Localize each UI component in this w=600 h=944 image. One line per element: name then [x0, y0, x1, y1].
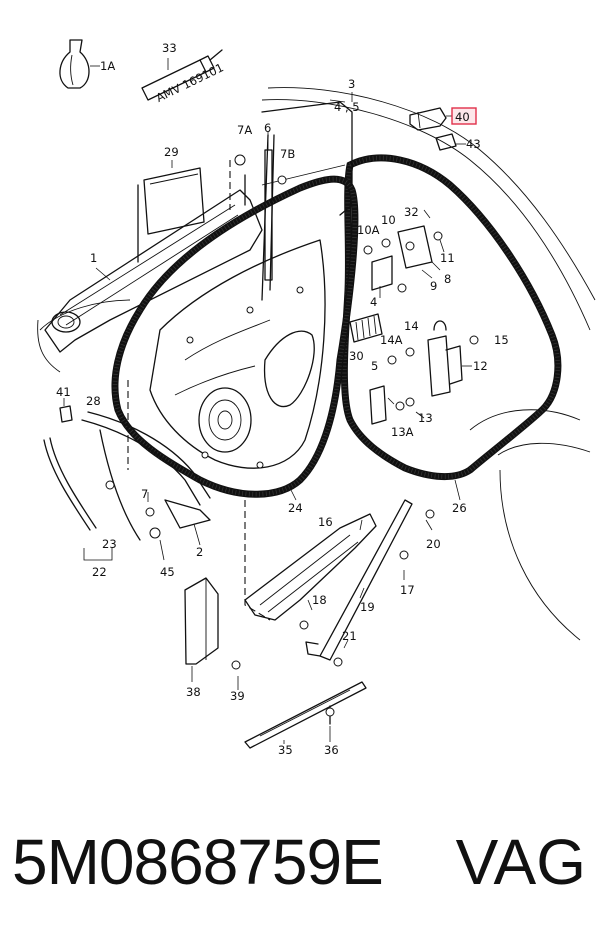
callout-39: 39 — [230, 689, 245, 703]
callout-18: 18 — [312, 593, 327, 607]
callout-45: 45 — [160, 565, 175, 579]
clip-40 — [409, 107, 454, 131]
cap-1A — [59, 39, 100, 89]
leader-lines — [95, 92, 461, 744]
clip-43 — [435, 133, 466, 151]
door-shell-1 — [44, 174, 263, 353]
callout-29: 29 — [164, 145, 179, 159]
pad-29 — [143, 160, 205, 235]
trim-strip-35 — [244, 681, 367, 749]
callout-22: 22 — [92, 565, 107, 579]
callout-38: 38 — [186, 685, 201, 699]
callout-21: 21 — [342, 629, 357, 643]
callout-43: 43 — [466, 137, 481, 151]
callout-30: 30 — [349, 349, 364, 363]
callout-14A: 14A — [380, 333, 403, 347]
callout-40-highlight — [451, 107, 477, 125]
callout-5: 5 — [371, 359, 378, 373]
callout-9: 9 — [430, 279, 437, 293]
part-number: 5M0868759E — [12, 826, 384, 898]
lock-bracket-8 — [363, 225, 443, 293]
lower-seals-22 — [43, 411, 211, 561]
grease-tube-33 — [141, 49, 223, 101]
tube-label: AMV 169101 — [154, 60, 226, 105]
callout-labels: 1A 33 3 4 , 5 40 43 7A 6 7B 29 32 10 10A… — [56, 41, 509, 757]
callout-13: 13 — [418, 411, 433, 425]
callout-41: 41 — [56, 385, 71, 399]
guide-rail-6 — [234, 132, 287, 281]
callout-7B: 7B — [280, 147, 295, 161]
door-seal-24 — [111, 175, 359, 498]
callout-1A: 1A — [100, 59, 115, 73]
body-seal-26 — [340, 154, 562, 481]
callout-35: 35 — [278, 743, 293, 757]
callout-10: 10 — [381, 213, 396, 227]
callout-7: 7 — [141, 487, 148, 501]
shield-38 — [184, 577, 241, 670]
brand-label: VAG — [455, 826, 586, 898]
clip-41 — [59, 398, 73, 423]
hinge-12 — [387, 320, 479, 411]
callout-40: 40 — [455, 110, 470, 124]
callout-12: 12 — [473, 359, 488, 373]
callout-4-5: 4 , 5 — [334, 100, 360, 114]
callout-4: 4 — [370, 295, 377, 309]
callout-11: 11 — [440, 251, 455, 265]
callout-16: 16 — [318, 515, 333, 529]
callout-36: 36 — [324, 743, 339, 757]
callout-28: 28 — [86, 394, 101, 408]
callout-23: 23 — [102, 537, 117, 551]
callout-1: 1 — [90, 251, 97, 265]
callout-19: 19 — [360, 600, 375, 614]
callout-14: 14 — [404, 319, 419, 333]
callout-17: 17 — [400, 583, 415, 597]
exploded-parts-diagram: 1A 33 3 4 , 5 40 43 7A 6 7B 29 32 10 10A… — [37, 39, 596, 757]
callout-24: 24 — [288, 501, 303, 515]
callout-3: 3 — [348, 77, 355, 91]
callout-32: 32 — [404, 205, 419, 219]
callout-13A: 13A — [391, 425, 414, 439]
car-body-outline — [37, 87, 596, 641]
callout-2: 2 — [196, 545, 203, 559]
callout-33: 33 — [162, 41, 177, 55]
callout-6: 6 — [264, 121, 271, 135]
pad-30 — [349, 313, 383, 343]
callout-15: 15 — [494, 333, 509, 347]
callout-8: 8 — [444, 272, 451, 286]
callout-7A: 7A — [237, 123, 252, 137]
window-regulator-16 — [244, 499, 435, 667]
callout-20: 20 — [426, 537, 441, 551]
callout-10A: 10A — [357, 223, 380, 237]
door-inner-panel — [149, 239, 326, 469]
bracket-5 — [369, 385, 387, 425]
callout-26: 26 — [452, 501, 467, 515]
